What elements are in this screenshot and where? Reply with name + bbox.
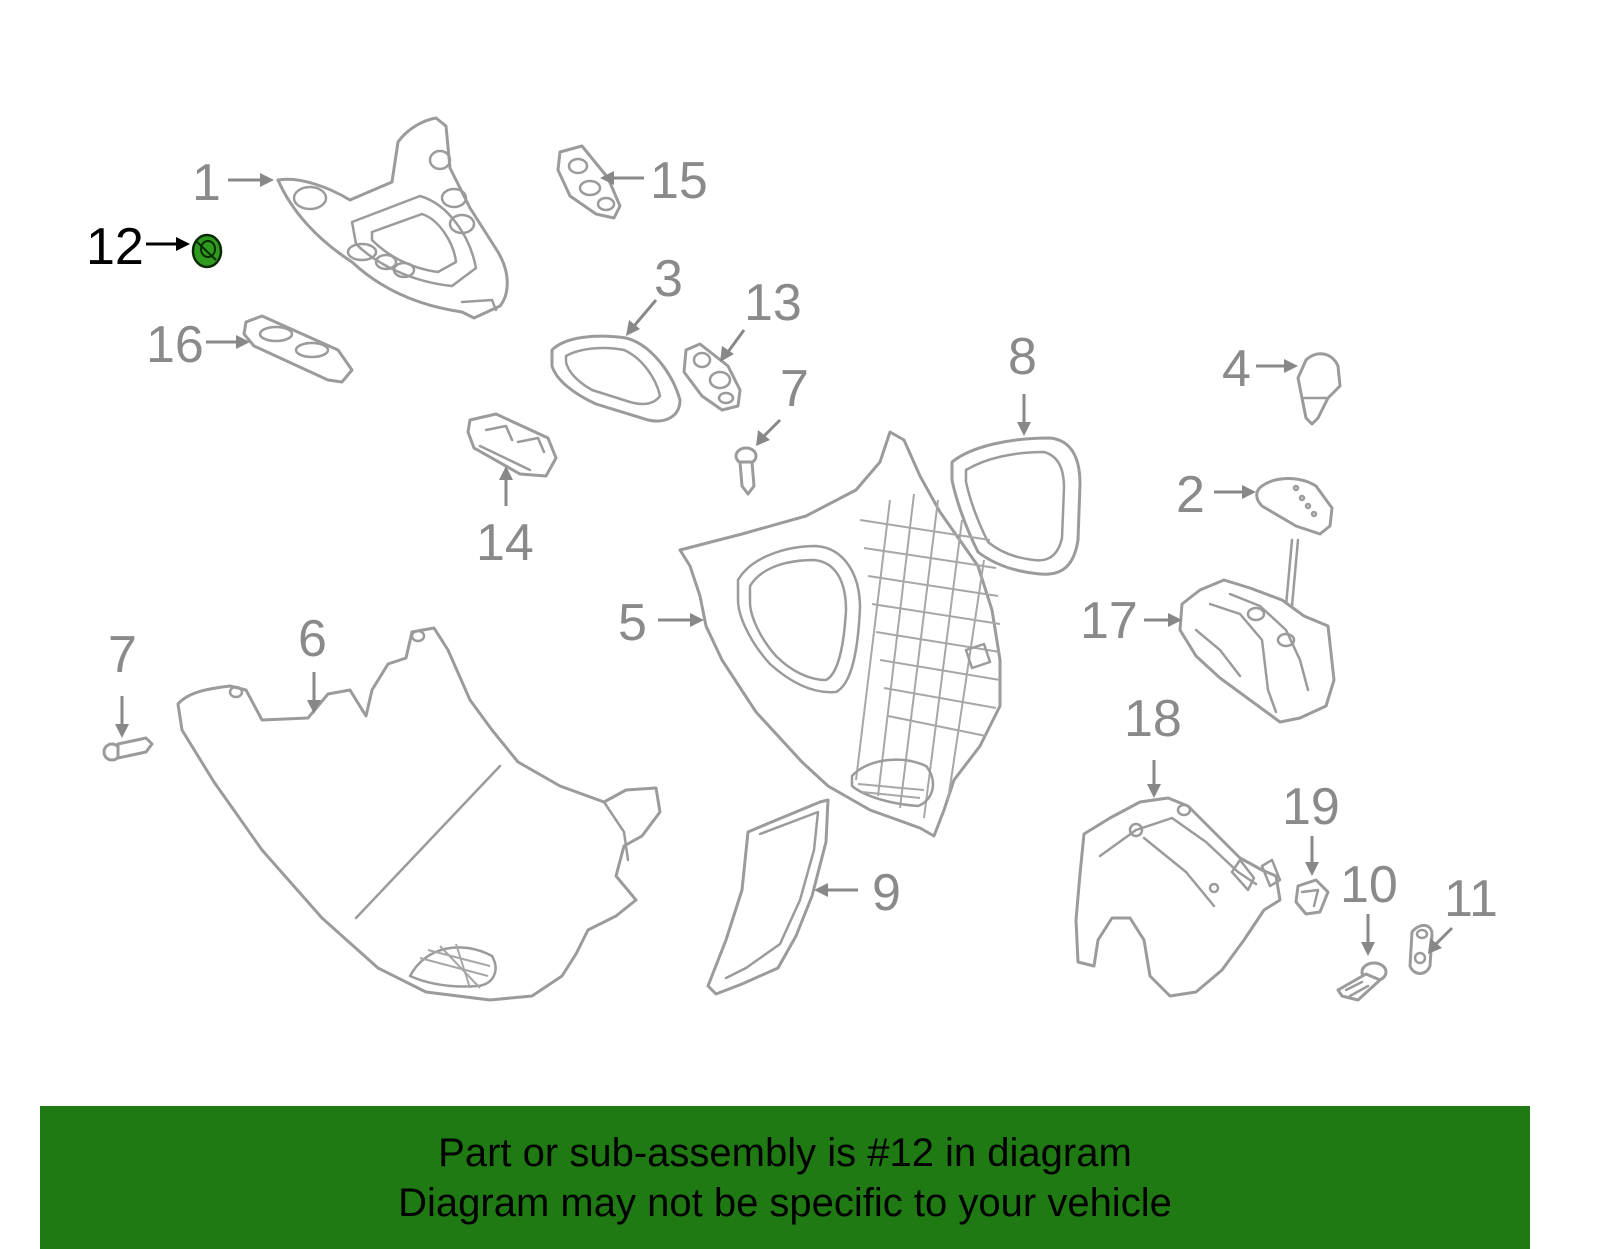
callout-7-upper: 7	[780, 360, 809, 418]
callout-1: 1	[192, 154, 221, 212]
leader-arrows	[115, 171, 1454, 956]
banner-line-part-number: Part or sub-assembly is #12 in diagram	[438, 1130, 1132, 1175]
part-13-switch[interactable]	[682, 342, 742, 412]
callout-12: 12	[86, 218, 144, 276]
part-16-switch-panel[interactable]	[242, 314, 354, 384]
part-14-switch-block[interactable]	[466, 412, 558, 478]
callout-labels: 1 12 15 16 3 13 7 14 8 4 2 17 5 7 6 18 1…	[86, 152, 1498, 928]
callout-4: 4	[1222, 340, 1251, 398]
part-5-console-panel[interactable]	[678, 430, 1002, 838]
callout-8: 8	[1008, 328, 1037, 386]
callout-11: 11	[1444, 870, 1498, 928]
callout-10: 10	[1340, 856, 1398, 914]
part-12-clip-highlighted[interactable]	[191, 233, 223, 269]
part-10-push-pin[interactable]	[1336, 961, 1388, 1002]
part-11-grommet[interactable]	[1408, 924, 1434, 975]
callout-19: 19	[1282, 778, 1340, 836]
part-2-shift-indicator[interactable]	[1255, 477, 1334, 536]
part-8-gasket-frame[interactable]	[950, 436, 1082, 576]
part-18-shifter-bracket[interactable]	[1074, 796, 1282, 998]
callout-13: 13	[744, 274, 802, 332]
part-3-trim-ring[interactable]	[550, 334, 682, 423]
part-17-shifter-assembly[interactable]	[1178, 538, 1336, 724]
part-6-lower-shroud[interactable]	[176, 626, 662, 1002]
callout-16: 16	[146, 316, 204, 374]
callout-15: 15	[650, 152, 708, 210]
part-9-trim-strip[interactable]	[706, 798, 830, 996]
info-banner: Part or sub-assembly is #12 in diagram D…	[40, 1106, 1530, 1249]
part-15-switch[interactable]	[556, 144, 622, 220]
callout-14: 14	[476, 514, 534, 572]
part-7-fastener-upper[interactable]	[734, 446, 758, 496]
part-1-console-bezel[interactable]	[276, 116, 509, 320]
part-4-shift-knob[interactable]	[1296, 352, 1342, 426]
part-19-clip[interactable]	[1294, 878, 1330, 916]
callout-17: 17	[1080, 592, 1138, 650]
callout-9: 9	[872, 864, 901, 922]
callout-2: 2	[1176, 466, 1205, 524]
callout-6: 6	[298, 610, 327, 668]
callout-3: 3	[654, 250, 683, 308]
callout-18: 18	[1124, 690, 1182, 748]
callout-5: 5	[618, 594, 647, 652]
part-7-fastener-left[interactable]	[102, 736, 154, 762]
banner-line-disclaimer: Diagram may not be specific to your vehi…	[398, 1180, 1172, 1225]
callout-7-left: 7	[108, 626, 137, 684]
